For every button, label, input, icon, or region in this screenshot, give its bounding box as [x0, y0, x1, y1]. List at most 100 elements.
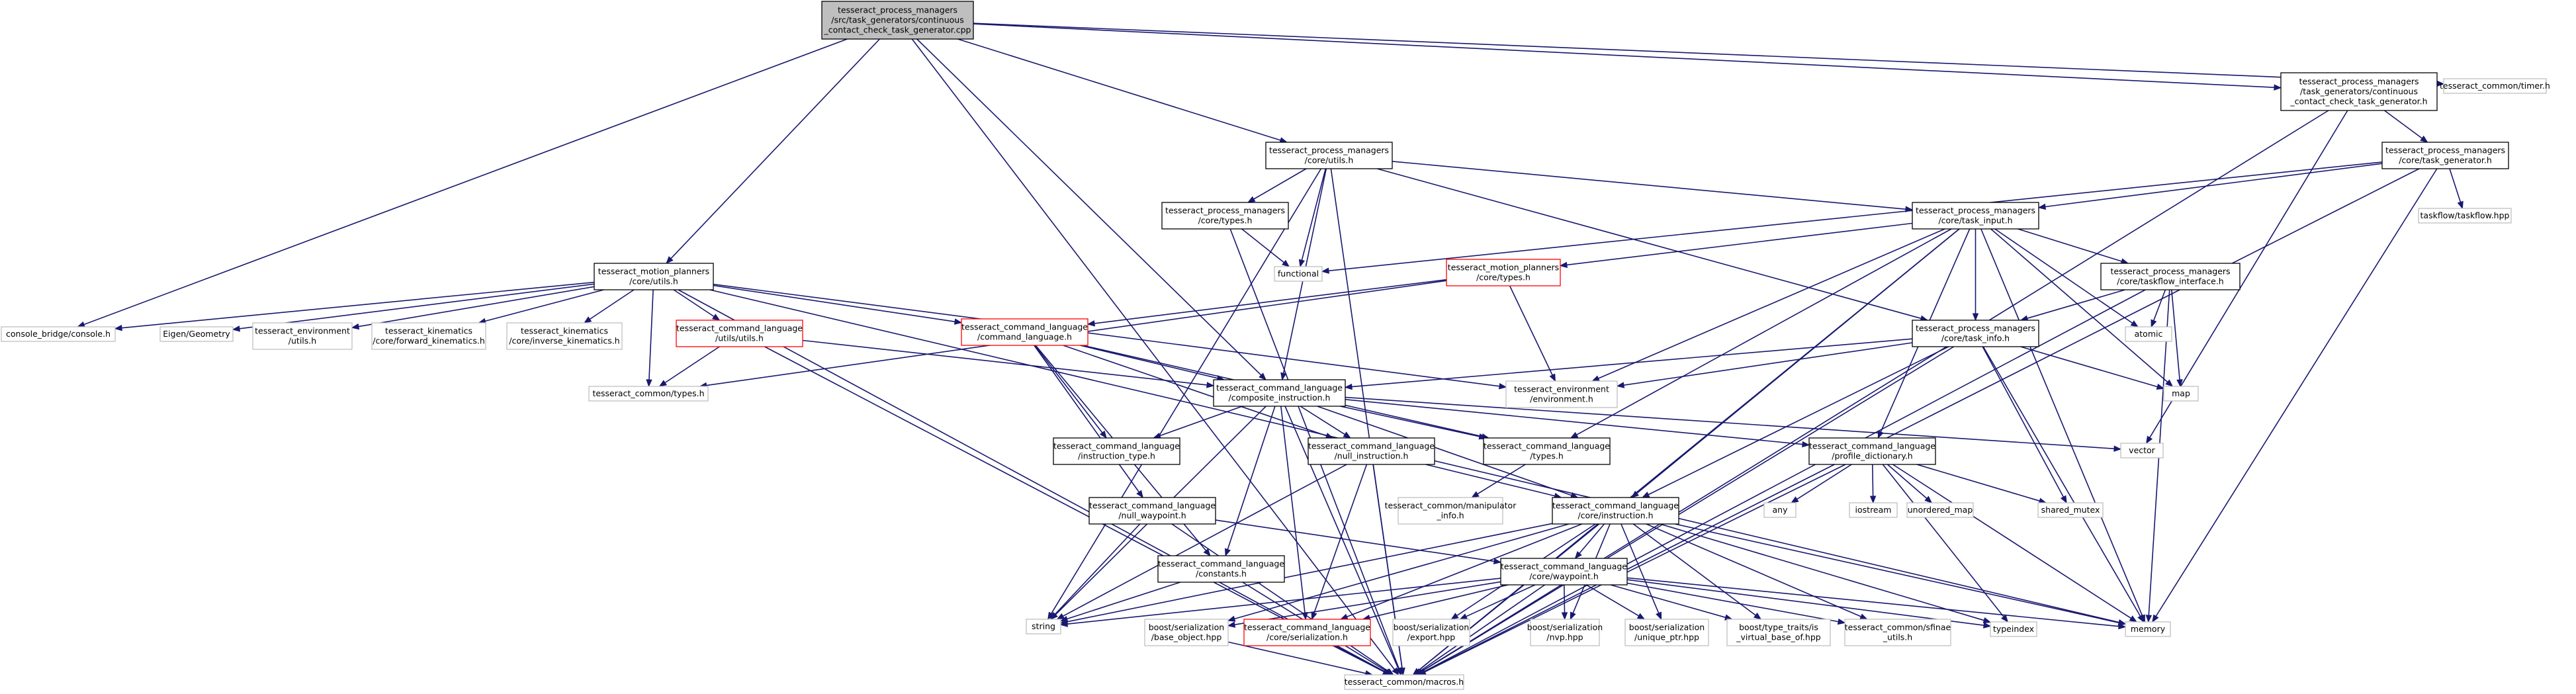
node-task-input[interactable]: tesseract_process_managers/core/task_inp…: [1912, 202, 2039, 230]
node-root[interactable]: tesseract_process_managers/src/task_gene…: [821, 1, 974, 40]
node-label-line: _contact_check_task_generator.h: [2289, 97, 2427, 107]
node-cl-main[interactable]: tesseract_command_language/command_langu…: [961, 318, 1088, 346]
node-label-line: vector: [2129, 445, 2156, 455]
node-label-line: string: [1032, 621, 1055, 631]
arrowhead-core_instr-to-boost_nvp: [1570, 611, 1576, 621]
node-composite[interactable]: tesseract_command_language/composite_ins…: [1213, 379, 1346, 407]
arrowhead-root-to-console: [77, 321, 85, 327]
arrowhead-core_wp-to-boost_nvp: [1561, 612, 1568, 621]
node-vector: vector: [2120, 443, 2164, 458]
node-box: [1392, 619, 1470, 646]
node-pm-types[interactable]: tesseract_process_managers/core/types.h: [1161, 202, 1289, 230]
arrowhead-core_instr-to-boost_uptr: [1656, 611, 1662, 621]
node-core-instr[interactable]: tesseract_command_language/core/instruct…: [1552, 497, 1679, 525]
node-label-line: /core/types.h: [1476, 273, 1531, 282]
node-constants[interactable]: tesseract_command_language/constants.h: [1157, 555, 1285, 583]
node-box: [821, 1, 974, 40]
node-profile-dict[interactable]: tesseract_command_language/profile_dicti…: [1808, 437, 1936, 465]
arrowhead-task_info-to-environment: [1616, 382, 1625, 388]
node-box: [252, 322, 353, 350]
node-task-generator[interactable]: tesseract_process_managers/core/task_gen…: [2381, 142, 2509, 169]
node-boost-export: boost/serialization/export.hpp: [1392, 619, 1470, 646]
node-label-line: /core/types.h: [1198, 216, 1253, 226]
arrowhead-composite-to-null_instr: [1343, 431, 1352, 439]
edge-taskflow_iface-to-map: [2171, 289, 2180, 380]
arrowhead-pm_utils-to-functional: [1298, 259, 1306, 268]
arrowhead-root-to-composite: [1259, 372, 1266, 380]
edge-task_input-to-atomic: [1994, 228, 2133, 324]
node-label-line: /nvp.hpp: [1546, 632, 1583, 642]
arrowhead-core_instr-to-boost_vbase: [1753, 612, 1762, 620]
edge-task_info-to-memory: [1982, 346, 2141, 617]
node-pm-utils[interactable]: tesseract_process_managers/core/utils.h: [1265, 142, 1393, 169]
node-null-instr[interactable]: tesseract_command_language/null_instruct…: [1308, 437, 1435, 465]
arrowhead-task_info-to-memory: [2137, 614, 2145, 623]
arrowhead-mp_types-to-cl_main: [1087, 320, 1095, 327]
edge-taskflow_iface-to-macros: [1423, 289, 2146, 673]
arrowhead-pm_types-to-functional: [1282, 259, 1290, 267]
arrowhead-taskflow_iface-to-memory: [2145, 615, 2153, 623]
node-null-wp[interactable]: tesseract_command_language/null_waypoint…: [1088, 497, 1216, 525]
edge-profile_dict-to-memory: [1892, 464, 2132, 619]
node-box: [1483, 437, 1611, 465]
edge-mp_utils-to-inv_kin: [589, 289, 635, 320]
node-mp-utils[interactable]: tesseract_motion_planners/core/utils.h: [594, 263, 714, 290]
edge-mp_utils-to-cl_utils: [673, 289, 715, 318]
node-box: [159, 326, 234, 342]
node-core-wp[interactable]: tesseract_command_language/core/waypoint…: [1500, 558, 1628, 586]
node-cl-types[interactable]: tesseract_command_language/types.h: [1483, 437, 1611, 465]
node-label-line: boost/serialization: [1149, 623, 1224, 632]
node-ccg-h[interactable]: tesseract_process_managers/task_generato…: [2280, 72, 2438, 111]
arrowhead-mp_types-to-environment: [1549, 373, 1556, 382]
node-inv-kin: tesseract_kinematics/core/inverse_kinema…: [506, 322, 623, 350]
edge-null_wp-to-macros: [1171, 523, 1389, 672]
arrowhead-task_info-to-composite: [1344, 383, 1353, 390]
arrowhead-mp_utils-to-inv_kin: [583, 316, 592, 324]
arrowhead-core_wp-to-macros: [1413, 668, 1423, 675]
arrowhead-null_wp-to-string: [1049, 612, 1057, 620]
edge-ccg_h-to-vector: [2149, 110, 2348, 438]
node-box: [1274, 266, 1323, 282]
node-label-line: /null_instruction.h: [1335, 451, 1409, 461]
edge-mp_utils-to-eigen: [239, 283, 595, 329]
node-label-line: /core/waypoint.h: [1529, 572, 1599, 582]
edge-mp_utils-to-fwd_kin: [484, 289, 604, 322]
node-iostream: iostream: [1849, 502, 1898, 518]
edge-core_instr-to-boost_base: [1234, 523, 1570, 620]
node-label-line: tesseract_command_language: [1308, 441, 1435, 451]
node-cl-ser[interactable]: tesseract_command_language/core/serializ…: [1243, 619, 1371, 646]
node-label-line: tesseract_command_language: [1158, 559, 1284, 569]
node-label-line: tesseract_process_managers: [2299, 77, 2419, 87]
node-label-line: tesseract_command_language: [1244, 623, 1370, 632]
edge-task_input-to-cl_types: [1576, 228, 1952, 435]
arrowhead-composite-to-vector: [2113, 445, 2122, 452]
node-functional: functional: [1274, 266, 1323, 282]
node-label-line: tesseract_command_language: [676, 324, 803, 333]
edge-pm_types-to-functional: [1241, 228, 1284, 263]
node-task-info[interactable]: tesseract_process_managers/core/task_inf…: [1912, 320, 2039, 347]
node-label-line: /command_language.h: [977, 332, 1072, 342]
node-box: [676, 320, 803, 347]
node-box: [1906, 502, 1974, 518]
node-box: [1243, 619, 1371, 646]
node-label-line: tesseract_command_language: [1809, 441, 1935, 451]
node-eigen: Eigen/Geometry: [159, 326, 234, 342]
arrowhead-pm_utils-to-string: [1047, 611, 1055, 621]
node-cl-utils[interactable]: tesseract_command_language/utils/utils.h: [676, 320, 803, 347]
node-label-line: tesseract_command_language: [1552, 501, 1679, 511]
node-label-line: tesseract_command_language: [1501, 562, 1627, 572]
node-instr-type[interactable]: tesseract_command_language/instruction_t…: [1053, 437, 1180, 465]
node-box: [2280, 72, 2438, 111]
arrowhead-taskflow_iface-to-map: [2176, 379, 2183, 388]
arrowhead-cl_main-to-null_wp: [1136, 490, 1143, 499]
edge-task_generator-to-task_input: [2045, 163, 2383, 208]
node-taskflow-iface[interactable]: tesseract_process_managers/core/taskflow…: [2100, 263, 2241, 290]
node-label-line: /core/serialization.h: [1266, 632, 1348, 642]
node-box: [1552, 497, 1679, 525]
arrowhead-task_input-to-map: [2165, 379, 2174, 387]
node-box: [2443, 78, 2547, 94]
node-box: [1344, 674, 1464, 690]
node-box: [2381, 142, 2509, 169]
edge-core_wp-to-boost_nvp: [1564, 584, 1566, 613]
node-mp-types[interactable]: tesseract_motion_planners/core/types.h: [1446, 259, 1561, 286]
